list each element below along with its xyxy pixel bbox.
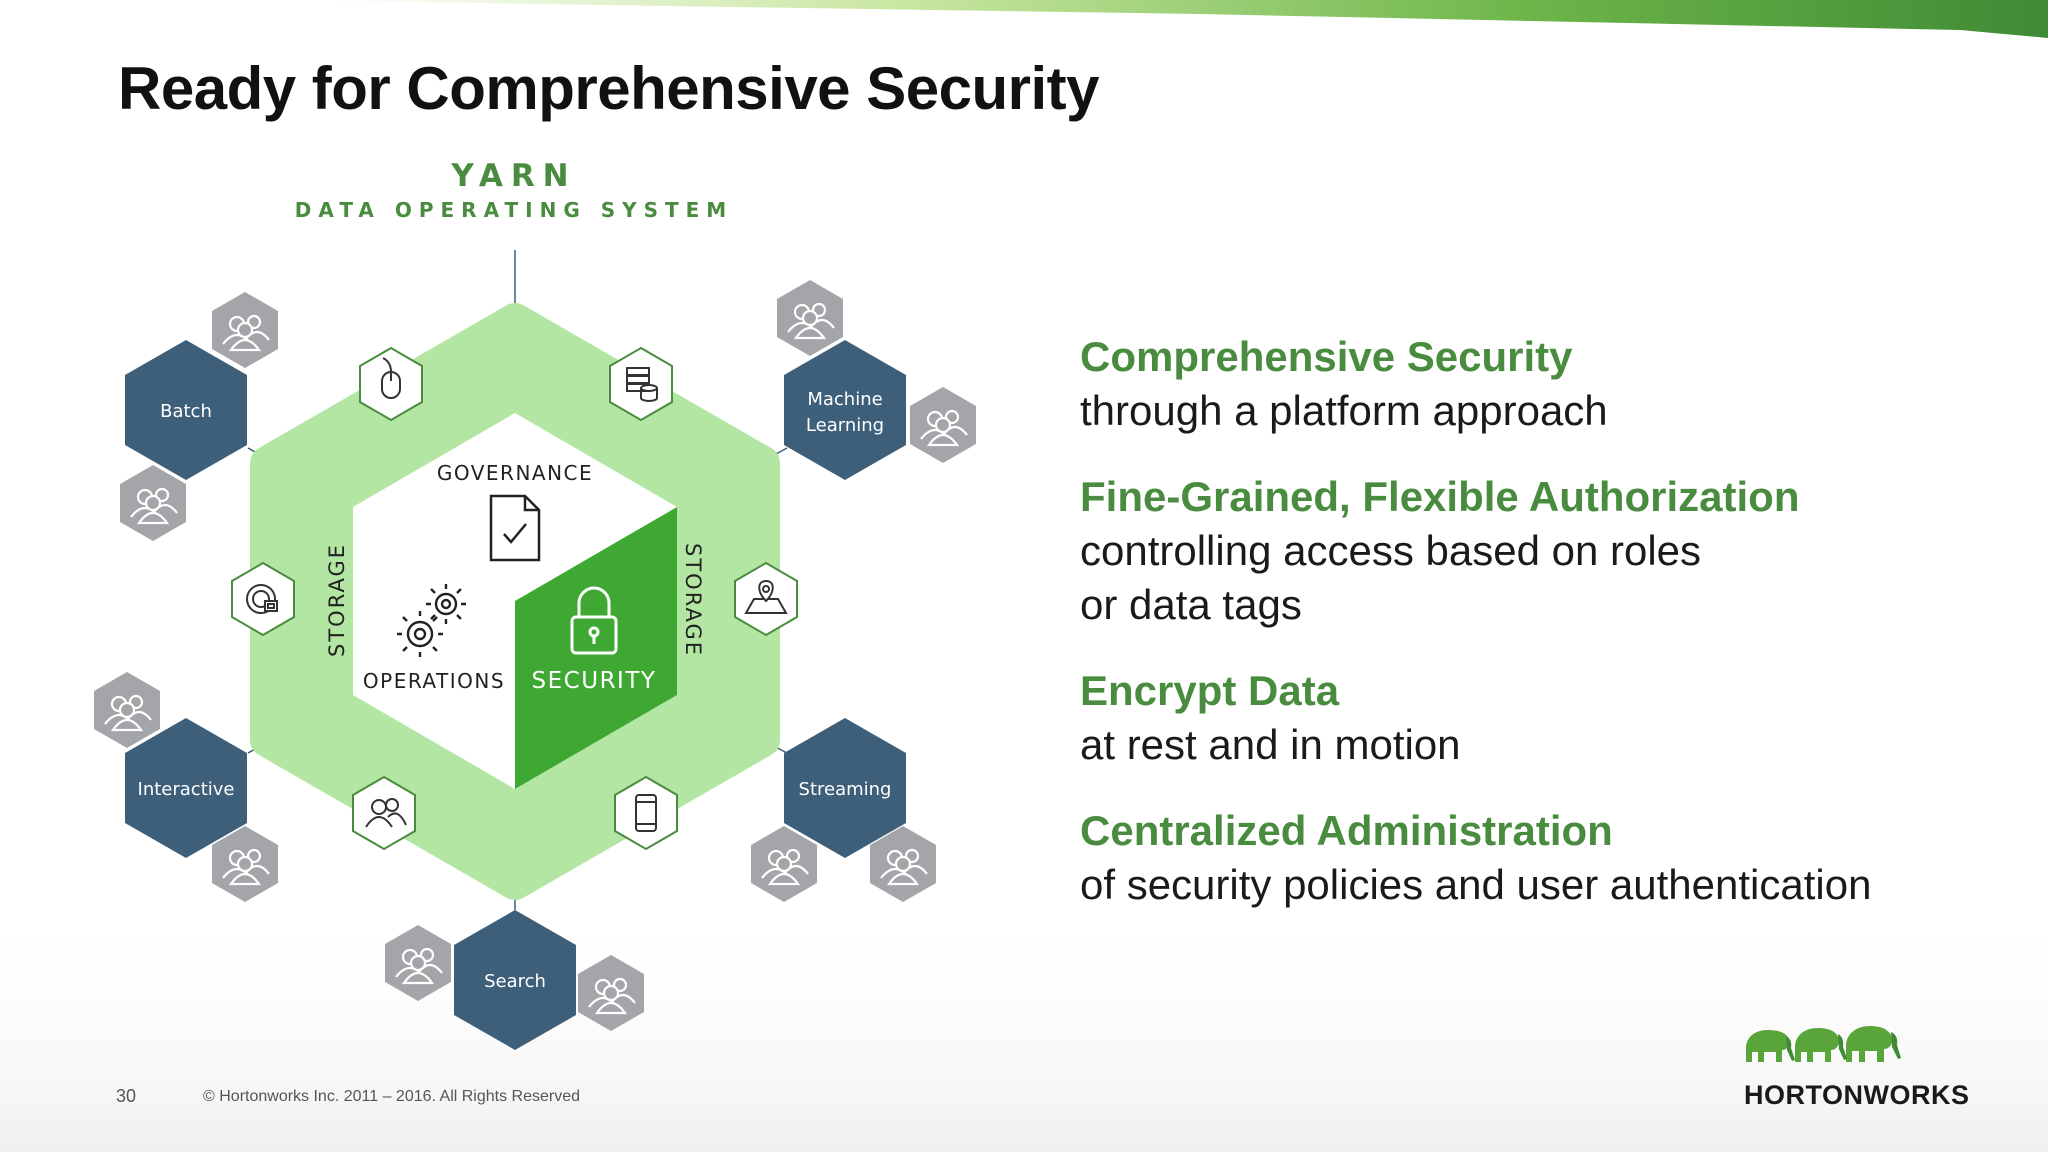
engine-hex-batch[interactable]: Batch xyxy=(125,340,247,480)
database-server-icon xyxy=(626,367,658,402)
yarn-subtitle: DATA OPERATING SYSTEM xyxy=(295,198,733,222)
engine-label: Interactive xyxy=(138,779,235,800)
hortonworks-logo xyxy=(1746,1026,1901,1062)
feature-heading: Comprehensive Security xyxy=(1080,333,1573,380)
user-group-icon xyxy=(212,826,278,902)
user-group-icon xyxy=(212,292,278,368)
ring-icon-mouse xyxy=(359,346,423,422)
user-group-icon xyxy=(910,387,976,463)
user-group-icon xyxy=(578,955,644,1031)
engine-label: Search xyxy=(484,971,546,992)
map-location-icon xyxy=(744,579,788,614)
feature-heading: Fine-Grained, Flexible Authorization xyxy=(1080,473,1800,520)
logo-wordmark: HORTONWORKS xyxy=(1744,1080,1970,1110)
engine-label: Learning xyxy=(806,415,884,436)
feature-item: Comprehensive Security through a platfor… xyxy=(1080,330,2020,438)
ring-icon-users xyxy=(352,775,416,851)
feature-body: controlling access based on roles or dat… xyxy=(1080,527,1702,628)
document-check-icon xyxy=(489,494,541,562)
feature-item: Encrypt Data at rest and in motion xyxy=(1080,664,2020,772)
feature-list: Comprehensive Security through a platfor… xyxy=(1080,330,2020,944)
feature-body: of security policies and user authentica… xyxy=(1080,861,1872,908)
ring-icon-target-screen xyxy=(231,561,295,637)
users-icon xyxy=(365,798,407,828)
feature-body: at rest and in motion xyxy=(1080,721,1461,768)
operations-label: OPERATIONS xyxy=(363,669,505,693)
engine-hex-interactive[interactable]: Interactive xyxy=(125,718,247,858)
storage-right-label: STORAGE xyxy=(681,543,705,657)
lock-icon xyxy=(570,586,618,655)
user-group-icon xyxy=(870,826,936,902)
header-green-band xyxy=(300,0,2048,38)
security-label: SECURITY xyxy=(532,668,657,694)
yarn-title: YARN xyxy=(450,158,576,194)
feature-item: Fine-Grained, Flexible Authorization con… xyxy=(1080,470,2020,632)
user-group-icon xyxy=(751,826,817,902)
mobile-phone-icon xyxy=(635,794,657,832)
user-group-icon xyxy=(120,465,186,541)
engine-label: Batch xyxy=(160,401,212,422)
feature-item: Centralized Administration of security p… xyxy=(1080,804,2020,912)
slide-title: Ready for Comprehensive Security xyxy=(118,55,1100,122)
user-group-icon xyxy=(385,925,451,1001)
ring-icon-mobile xyxy=(614,775,678,851)
storage-left-label: STORAGE xyxy=(325,543,349,657)
security-segment xyxy=(515,507,677,789)
feature-heading: Centralized Administration xyxy=(1080,807,1613,854)
engine-label: Streaming xyxy=(799,779,892,800)
feature-heading: Encrypt Data xyxy=(1080,667,1340,714)
user-group-icon xyxy=(94,672,160,748)
user-group-icon xyxy=(777,280,843,356)
copyright-notice: © Hortonworks Inc. 2011 – 2016. All Righ… xyxy=(203,1088,581,1105)
governance-label: GOVERNANCE xyxy=(437,461,593,485)
ring-icon-map xyxy=(734,561,798,637)
mouse-icon xyxy=(381,357,401,399)
engine-hex-search[interactable]: Search xyxy=(454,910,576,1050)
target-screen-icon xyxy=(246,584,278,614)
ring-icon-database xyxy=(609,346,673,422)
feature-body: through a platform approach xyxy=(1080,387,1608,434)
engine-hex-machine-learning[interactable]: Machine Learning xyxy=(784,340,906,480)
page-number: 30 xyxy=(116,1086,137,1106)
gears-icon xyxy=(397,584,466,657)
engine-label: Machine xyxy=(807,389,882,410)
engine-hex-streaming[interactable]: Streaming xyxy=(784,718,906,858)
